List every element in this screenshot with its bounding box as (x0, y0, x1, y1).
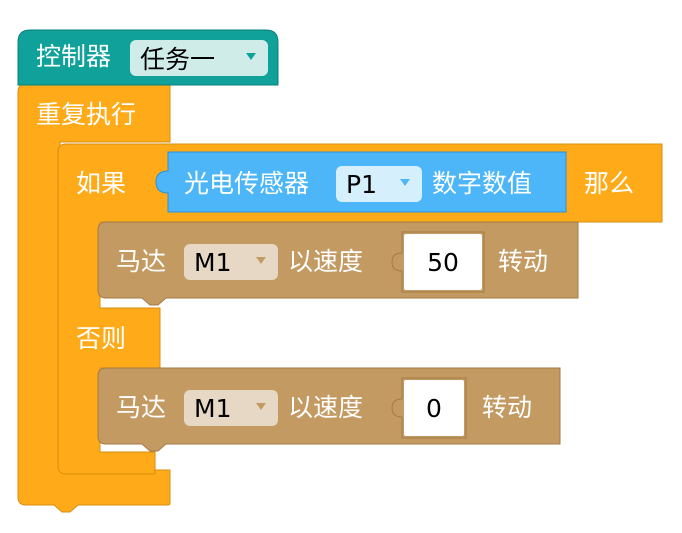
speed-label: 以速度 (288, 247, 364, 276)
task-dropdown-value: 任务一 (140, 45, 216, 74)
chevron-down-icon (256, 257, 266, 264)
sensor-port-value: P1 (346, 169, 377, 199)
speed-value: 0 (426, 393, 442, 423)
then-label: 那么 (584, 169, 635, 198)
sensor-port-dropdown[interactable]: P1 (336, 166, 422, 202)
chevron-down-icon (400, 179, 410, 186)
motor-port-dropdown[interactable]: M1 (184, 244, 278, 280)
task-dropdown[interactable]: 任务一 (130, 40, 268, 76)
speed-input[interactable]: 0 (416, 390, 452, 426)
motor-port-value: M1 (194, 247, 232, 277)
motor-port-value: M1 (194, 393, 232, 423)
if-label: 如果 (76, 169, 127, 198)
digital-value-label: 数字数值 (432, 169, 533, 198)
motor-label: 马达 (116, 247, 167, 276)
else-label: 否则 (76, 324, 127, 353)
rotate-label: 转动 (498, 247, 549, 276)
motor-label: 马达 (116, 393, 167, 422)
chevron-down-icon (246, 53, 256, 60)
rotate-label: 转动 (482, 393, 533, 422)
controller-label: 控制器 (36, 42, 112, 71)
chevron-down-icon (256, 403, 266, 410)
speed-label: 以速度 (288, 393, 364, 422)
motor-port-dropdown[interactable]: M1 (184, 390, 278, 426)
repeat-forever-block[interactable] (17, 83, 171, 513)
speed-input[interactable]: 50 (416, 244, 470, 280)
photo-sensor-label: 光电传感器 (184, 169, 310, 198)
repeat-forever-label: 重复执行 (36, 100, 137, 129)
speed-value: 50 (427, 247, 459, 277)
